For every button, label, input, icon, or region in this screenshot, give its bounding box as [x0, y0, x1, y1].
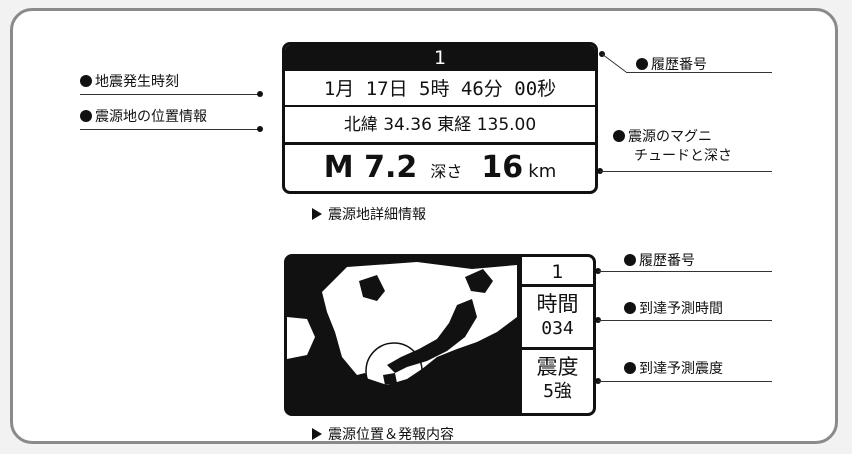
bullet-icon [80, 75, 92, 87]
magnitude-depth-row: M 7.2 深さ 16 km [285, 145, 595, 191]
caption-detail-info: 震源地詳細情報 [312, 204, 426, 224]
occurrence-time-row: 1月 17日 5時 46分 00秒 [285, 71, 595, 107]
leader-line [80, 129, 260, 130]
label-arrival-intensity: 到達予測震度 [624, 360, 723, 378]
lcd-map-panel: 1 時間 034 震度 5強 [284, 254, 596, 416]
arrival-time-cell: 時間 034 [522, 287, 593, 350]
leader-dot [257, 126, 263, 132]
time-label: 時間 [536, 292, 579, 316]
leader-line [598, 381, 772, 382]
bullet-icon [624, 302, 636, 314]
triangle-icon [312, 428, 322, 440]
leader-line [80, 94, 260, 95]
depth-unit: km [528, 161, 557, 182]
leader-diagonal [599, 51, 627, 73]
label-magnitude-depth-2: チュードと深さ [634, 148, 732, 164]
label-occurrence-time: 地震発生時刻 [80, 73, 179, 91]
leader-line [598, 271, 772, 272]
bullet-icon [624, 362, 636, 374]
location-row: 北緯 34.36 東経 135.00 [285, 107, 595, 145]
bullet-icon [636, 58, 648, 70]
history-number-cell: 1 [522, 257, 593, 287]
japan-map [287, 257, 519, 413]
magnitude-value: M 7.2 [323, 150, 418, 185]
depth-value: 16 [481, 150, 524, 185]
bullet-icon [80, 110, 92, 122]
triangle-icon [312, 208, 322, 220]
label-history-number-2: 履歴番号 [624, 252, 695, 270]
bullet-icon [624, 254, 636, 266]
leader-line [598, 320, 772, 321]
leader-dot [257, 91, 263, 97]
depth-label: 深さ [430, 162, 463, 181]
intensity-cell: 震度 5強 [522, 350, 593, 413]
intensity-value: 5強 [543, 381, 572, 402]
label-arrival-time: 到達予測時間 [624, 300, 723, 318]
leader-line [600, 171, 772, 172]
bullet-icon [613, 130, 625, 142]
caption-epicenter-alert: 震源位置＆発報内容 [312, 424, 454, 444]
leader-line [626, 72, 772, 73]
label-history-number: 履歴番号 [636, 56, 707, 74]
history-number-row: 1 [285, 45, 595, 71]
intensity-label: 震度 [536, 355, 579, 379]
warning-info-column: 1 時間 034 震度 5強 [519, 257, 593, 413]
lcd-detail-panel: 1 1月 17日 5時 46分 00秒 北緯 34.36 東経 135.00 M… [282, 42, 598, 194]
time-value: 034 [541, 318, 574, 339]
label-magnitude-depth-1: 震源のマグニ [613, 128, 712, 146]
label-location-info: 震源地の位置情報 [80, 108, 207, 126]
